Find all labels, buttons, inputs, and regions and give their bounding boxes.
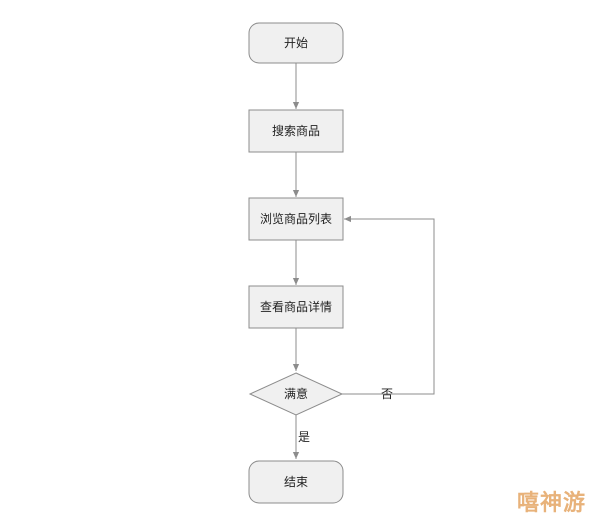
node-decision-label: 满意 bbox=[284, 386, 308, 401]
node-browse: 浏览商品列表 bbox=[248, 197, 344, 241]
node-search-label: 搜索商品 bbox=[272, 123, 320, 138]
edge-label-no: 否 bbox=[381, 387, 393, 401]
node-decision: 满意 bbox=[248, 372, 344, 416]
node-start-label: 开始 bbox=[284, 36, 308, 50]
node-detail: 查看商品详情 bbox=[248, 285, 344, 329]
node-start: 开始 bbox=[248, 22, 344, 64]
edge-decision-browse-loop bbox=[342, 215, 435, 395]
edges bbox=[292, 63, 435, 459]
node-end: 结束 bbox=[248, 460, 344, 504]
watermark: 嘻神游 bbox=[516, 491, 586, 516]
node-browse-label: 浏览商品列表 bbox=[260, 211, 332, 226]
node-search: 搜索商品 bbox=[248, 109, 344, 153]
node-end-label: 结束 bbox=[284, 475, 308, 489]
node-detail-label: 查看商品详情 bbox=[260, 299, 332, 314]
edge-label-yes: 是 bbox=[298, 430, 310, 444]
